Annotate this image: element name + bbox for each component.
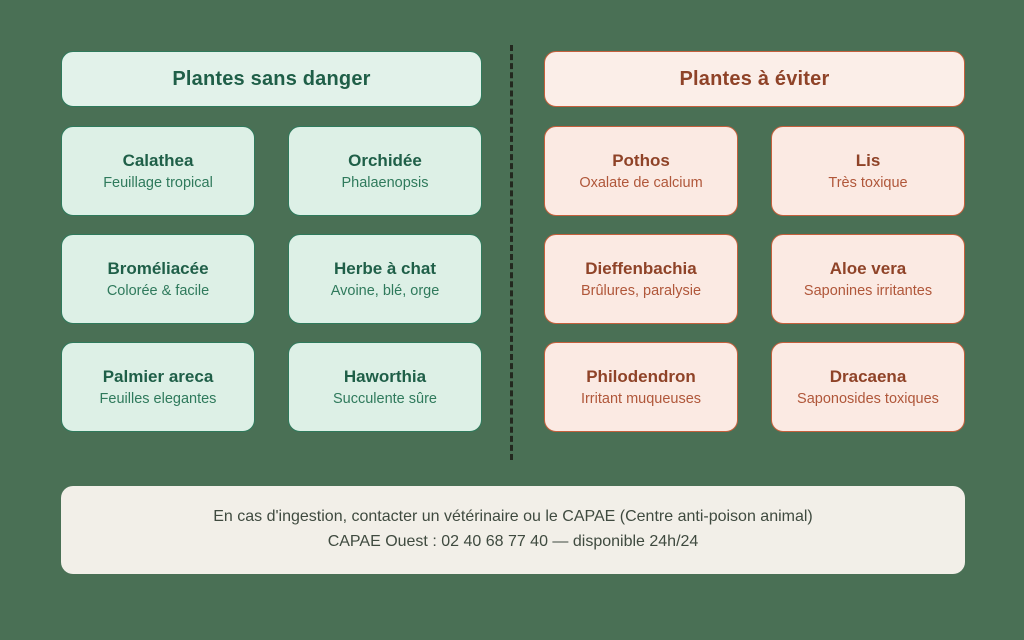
emergency-contact-footer: En cas d'ingestion, contacter un vétérin… bbox=[61, 486, 965, 574]
plant-card-palmier-areca[interactable]: Palmier areca Feuilles elegantes bbox=[61, 342, 255, 432]
plant-name: Dieffenbachia bbox=[585, 258, 697, 278]
card-grid-safe-plants: Calathea Feuillage tropical Orchidée Pha… bbox=[61, 126, 482, 432]
plant-note: Avoine, blé, orge bbox=[330, 283, 440, 300]
plant-card-haworthia[interactable]: Haworthia Succulente sûre bbox=[288, 342, 482, 432]
plant-note: Très toxique bbox=[828, 175, 908, 192]
plant-card-herbe-a-chat[interactable]: Herbe à chat Avoine, blé, orge bbox=[288, 234, 482, 324]
card-grid-plants-to-avoid: Pothos Oxalate de calcium Lis Très toxiq… bbox=[544, 126, 965, 432]
plant-card-dieffenbachia[interactable]: Dieffenbachia Brûlures, paralysie bbox=[544, 234, 738, 324]
plant-name: Dracaena bbox=[829, 366, 907, 386]
vertical-dashed-divider bbox=[510, 45, 513, 460]
panel-plants-to-avoid: Plantes à éviter Pothos Oxalate de calci… bbox=[544, 51, 965, 439]
plant-note: Brûlures, paralysie bbox=[580, 283, 702, 300]
plant-name: Orchidée bbox=[348, 150, 422, 170]
plant-card-calathea[interactable]: Calathea Feuillage tropical bbox=[61, 126, 255, 216]
plant-note: Colorée & facile bbox=[106, 283, 210, 300]
plant-note: Oxalate de calcium bbox=[579, 175, 703, 192]
plant-card-dracaena[interactable]: Dracaena Saponosides toxiques bbox=[771, 342, 965, 432]
plant-name: Herbe à chat bbox=[333, 258, 437, 278]
plant-name: Calathea bbox=[122, 150, 194, 170]
plant-card-lis[interactable]: Lis Très toxique bbox=[771, 126, 965, 216]
plant-card-philodendron[interactable]: Philodendron Irritant muqueuses bbox=[544, 342, 738, 432]
plant-name: Philodendron bbox=[586, 366, 696, 386]
plant-name: Pothos bbox=[612, 150, 670, 170]
plant-name: Broméliacée bbox=[107, 258, 209, 278]
plant-name: Haworthia bbox=[343, 366, 427, 386]
panels-container: Plantes sans danger Calathea Feuillage t… bbox=[61, 51, 965, 439]
plant-note: Phalaenopsis bbox=[341, 175, 429, 192]
plant-card-aloe-vera[interactable]: Aloe vera Saponines irritantes bbox=[771, 234, 965, 324]
panel-header-plants-to-avoid: Plantes à éviter bbox=[544, 51, 965, 107]
footer-line-phone: CAPAE Ouest : 02 40 68 77 40 — disponibl… bbox=[327, 533, 699, 550]
plant-note: Saponines irritantes bbox=[803, 283, 933, 300]
plant-note: Saponosides toxiques bbox=[797, 391, 939, 408]
panel-safe-plants: Plantes sans danger Calathea Feuillage t… bbox=[61, 51, 482, 439]
plant-card-orchidee[interactable]: Orchidée Phalaenopsis bbox=[288, 126, 482, 216]
plant-card-pothos[interactable]: Pothos Oxalate de calcium bbox=[544, 126, 738, 216]
plant-note: Feuilles elegantes bbox=[99, 391, 217, 408]
plant-note: Feuillage tropical bbox=[103, 175, 213, 192]
panel-header-safe-plants: Plantes sans danger bbox=[61, 51, 482, 107]
plant-name: Palmier areca bbox=[102, 366, 214, 386]
plant-name: Lis bbox=[855, 150, 881, 170]
plant-note: Irritant muqueuses bbox=[580, 391, 702, 408]
footer-line-advice: En cas d'ingestion, contacter un vétérin… bbox=[213, 508, 813, 526]
plant-note: Succulente sûre bbox=[333, 391, 437, 408]
plant-card-bromeliacee[interactable]: Broméliacée Colorée & facile bbox=[61, 234, 255, 324]
plant-name: Aloe vera bbox=[829, 258, 907, 278]
